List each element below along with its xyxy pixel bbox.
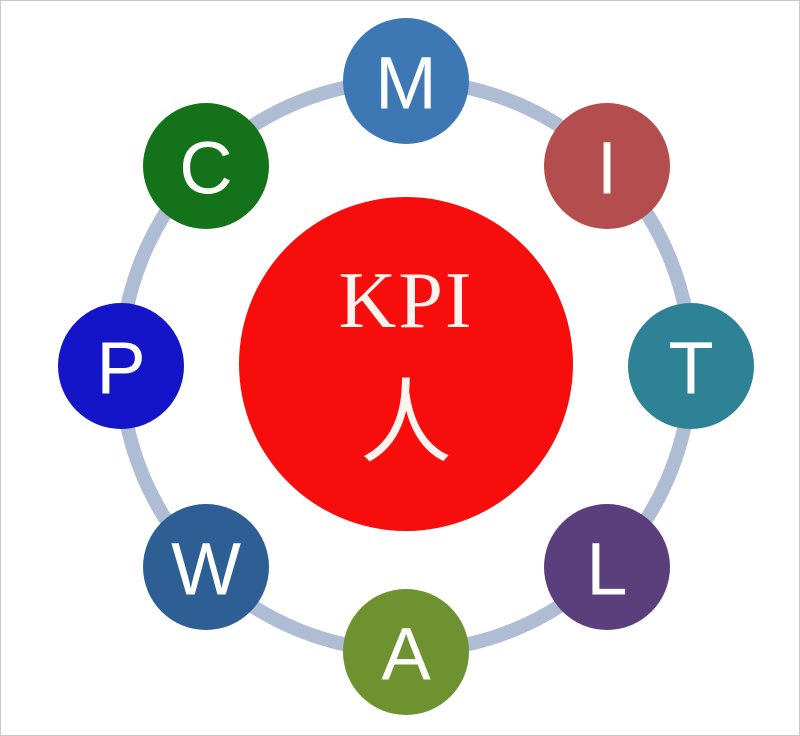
node-m-label: M [375, 42, 437, 125]
node-c-circle[interactable] [143, 103, 269, 229]
node-a-circle[interactable] [343, 589, 469, 715]
node-c-label: C [179, 127, 232, 210]
node-t-circle[interactable] [628, 303, 754, 429]
node-l-label: L [586, 528, 627, 611]
node-p-label: P [96, 327, 145, 410]
node-l[interactable]: L [544, 504, 670, 630]
kpi-core-title: KPI [339, 257, 474, 345]
node-m[interactable]: M [343, 18, 469, 144]
node-a-label: A [381, 613, 431, 696]
node-p[interactable]: P [58, 303, 184, 429]
kpi-core: KPI 人 [239, 197, 573, 531]
node-w[interactable]: W [143, 504, 269, 630]
node-t-label: T [668, 327, 713, 410]
node-p-circle[interactable] [58, 303, 184, 429]
node-i[interactable]: I [544, 103, 670, 229]
node-l-circle[interactable] [544, 504, 670, 630]
node-w-label: W [171, 528, 241, 611]
kpi-core-glyph: 人 [360, 370, 452, 477]
node-t[interactable]: T [628, 303, 754, 429]
node-w-circle[interactable] [143, 504, 269, 630]
node-c[interactable]: C [143, 103, 269, 229]
node-m-circle[interactable] [343, 18, 469, 144]
node-i-label: I [597, 127, 618, 210]
node-i-circle[interactable] [544, 103, 670, 229]
kpi-core-circle [239, 197, 573, 531]
node-a[interactable]: A [343, 589, 469, 715]
